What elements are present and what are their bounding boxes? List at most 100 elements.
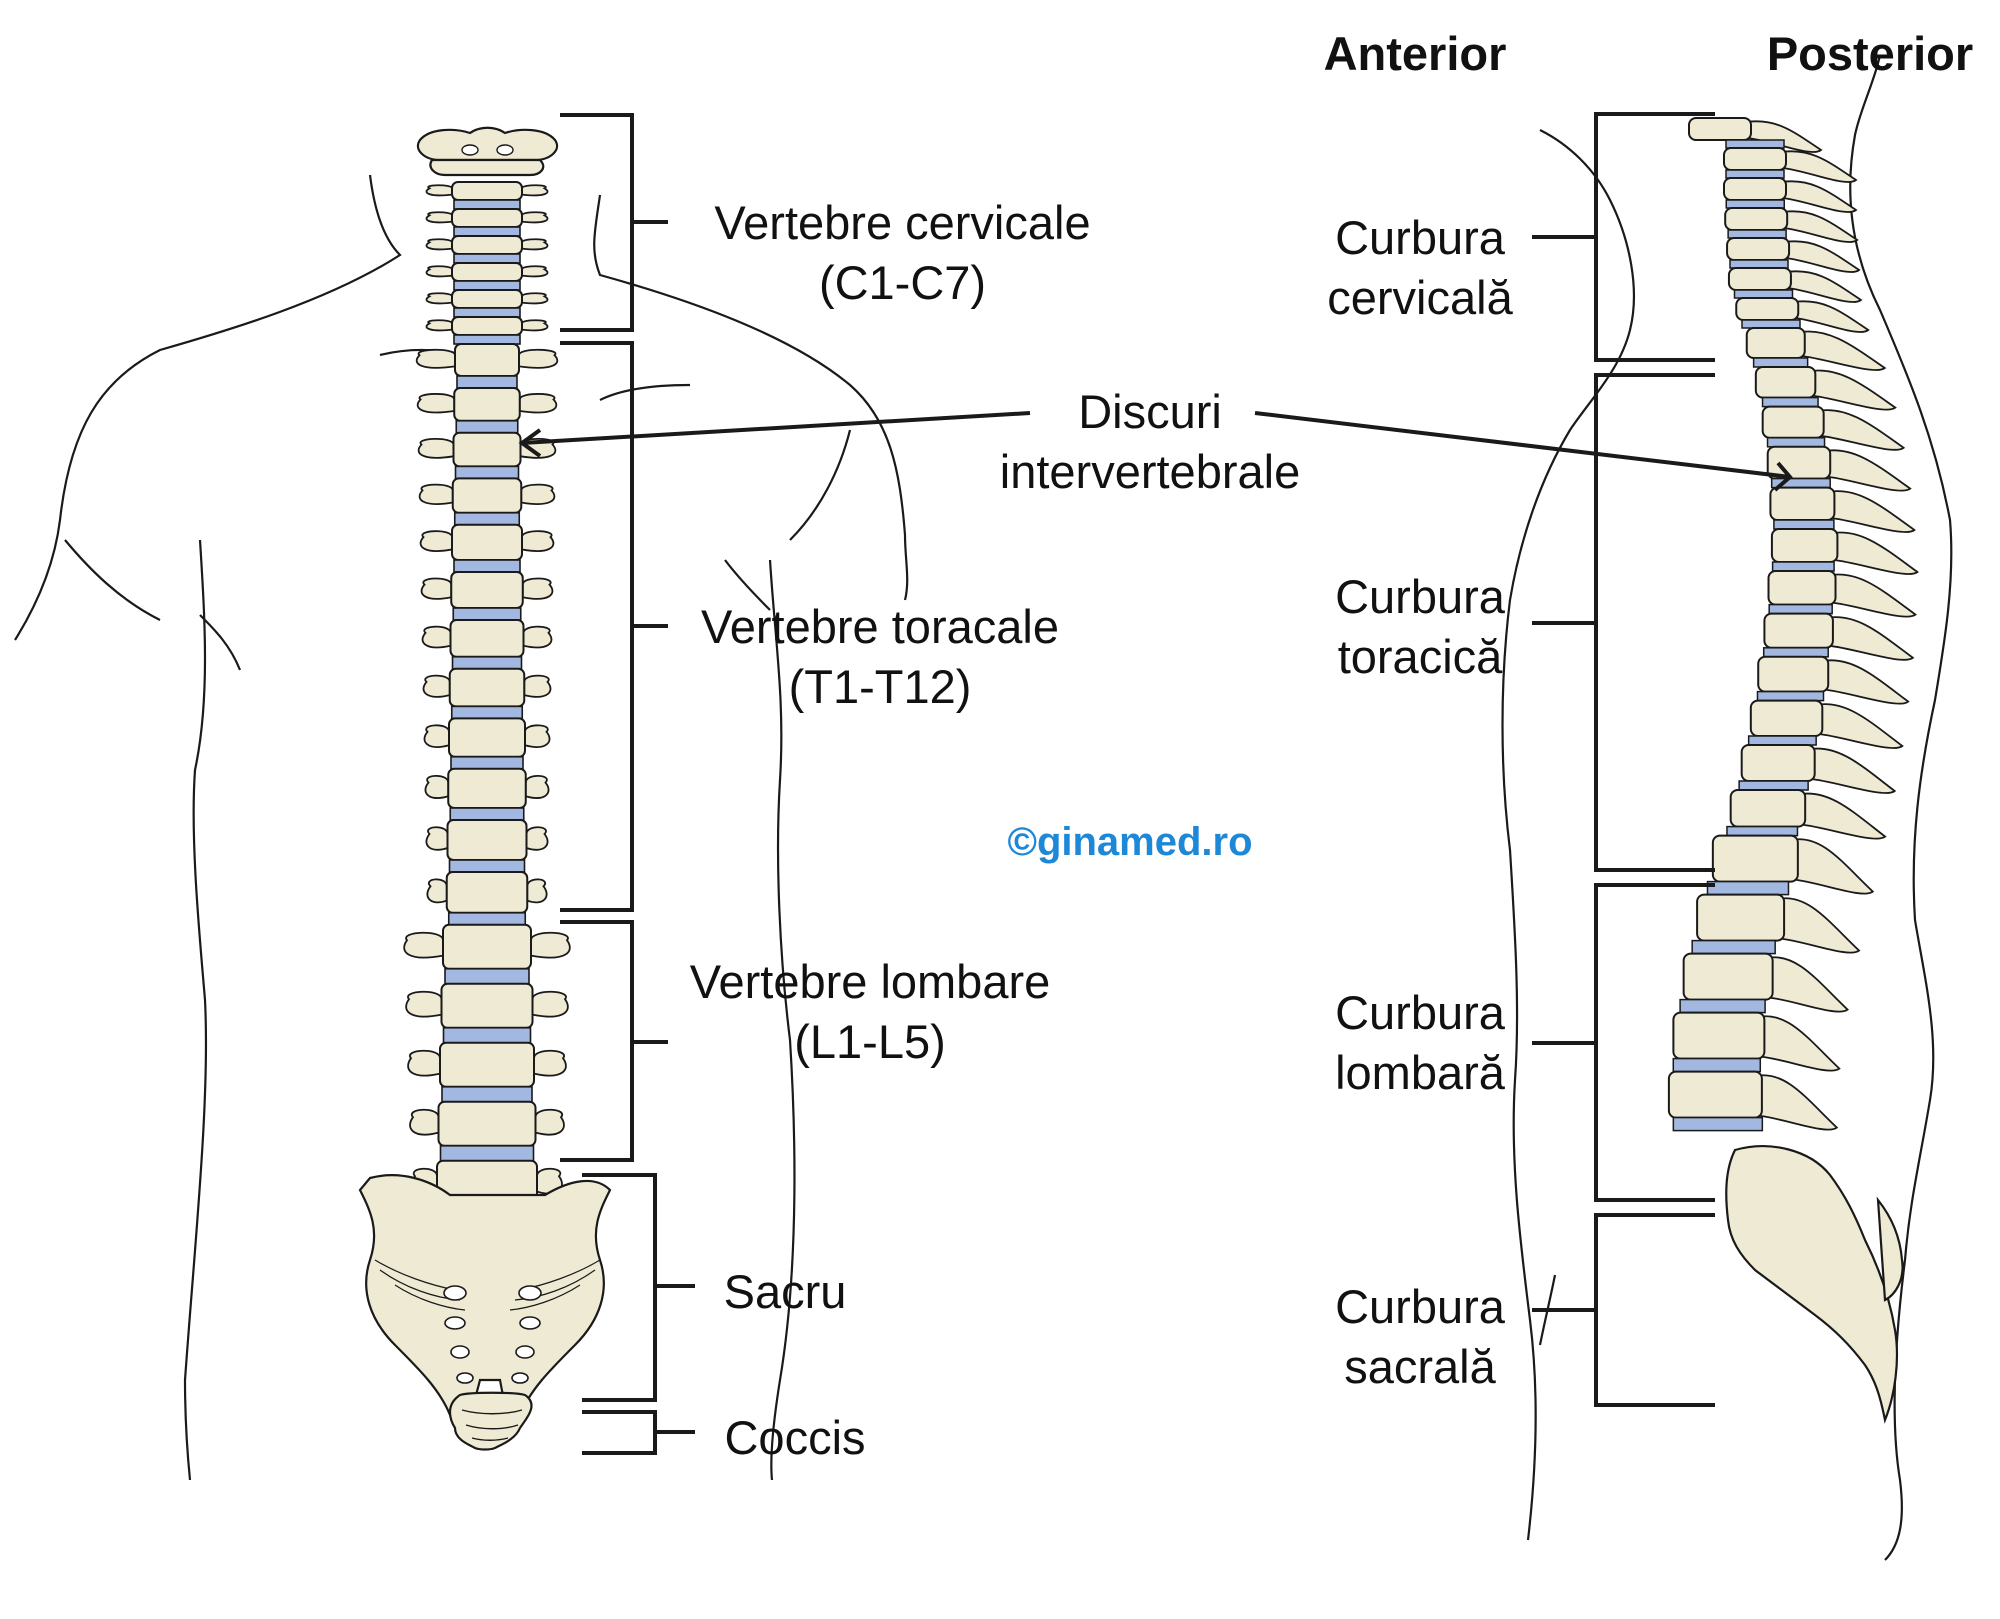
- vertebra-body: [450, 571, 524, 609]
- intervertebral-disc: [442, 1027, 532, 1044]
- intervertebral-disc: [449, 807, 525, 821]
- intervertebral-disc: [441, 1086, 533, 1103]
- label-lumbar-line2: (L1-L5): [794, 1015, 946, 1068]
- side-vertebra-body: [1726, 237, 1791, 261]
- vertebra-process-right: [524, 724, 551, 748]
- vertebra-body: [451, 235, 523, 255]
- label-curve-cervical-line2: cervicală: [1327, 271, 1513, 324]
- vertebra-process-left: [423, 724, 450, 748]
- arrowhead-front: [518, 428, 542, 458]
- side-intervertebral-disc: [1679, 998, 1766, 1014]
- side-intervertebral-disc: [1756, 690, 1825, 702]
- side-vertebra-body: [1729, 789, 1807, 828]
- spinous-process: [1828, 616, 1915, 661]
- vertebra-process-right: [525, 826, 549, 851]
- vertebra-process-right: [521, 292, 549, 305]
- vertebra-process-left: [415, 348, 456, 369]
- disc-pointers: [518, 411, 1793, 492]
- vertebra-process-left: [425, 319, 453, 332]
- side-vertebra-body: [1761, 405, 1825, 439]
- vertebra-body: [446, 819, 528, 861]
- label-thoracic-line1: Vertebre toracale: [701, 600, 1059, 653]
- vertebra-process-right: [521, 265, 549, 278]
- spinous-process: [1830, 573, 1917, 618]
- vertebra-process-left: [425, 826, 449, 851]
- label-lumbar-line1: Vertebre lombare: [689, 955, 1051, 1008]
- vertebra-process-left: [409, 1108, 440, 1136]
- side-vertebra-body: [1763, 612, 1834, 649]
- vertebra-process-right: [521, 238, 549, 251]
- side-intervertebral-disc: [1768, 603, 1833, 615]
- intervertebral-disc: [451, 655, 523, 670]
- vertebra-body: [447, 767, 527, 809]
- label-curve-sacral-line2: sacrală: [1344, 1340, 1496, 1393]
- vertebra-body: [445, 871, 529, 914]
- label-curve-thoracic-line1: Curbura: [1335, 570, 1505, 623]
- side-vertebra-body: [1735, 297, 1800, 321]
- side-spine: [1667, 117, 1919, 1132]
- vertebra-body: [451, 316, 523, 336]
- vertebra-process-left: [425, 238, 453, 251]
- vertebra-process-left: [421, 625, 452, 649]
- side-intervertebral-disc: [1762, 647, 1829, 658]
- intervertebral-disc: [453, 559, 521, 573]
- bracket-lumbar: [560, 920, 634, 1162]
- spinous-process: [1799, 330, 1887, 371]
- vertebra-process-right: [518, 348, 559, 369]
- side-vertebra-body: [1754, 366, 1817, 399]
- vertebra-process-left: [424, 775, 450, 799]
- vertebra-process-right: [521, 577, 554, 600]
- side-intervertebral-disc: [1766, 437, 1826, 448]
- bracket-curve-thoracic: [1594, 373, 1715, 872]
- vertebra-body: [439, 1041, 535, 1088]
- vertebra-process-left: [425, 292, 453, 305]
- side-vertebra-body: [1727, 267, 1792, 291]
- vertebra-body: [453, 387, 521, 422]
- side-vertebra-body: [1682, 952, 1774, 1001]
- spinous-process: [1756, 1074, 1839, 1131]
- bracket-coccyx: [582, 1410, 657, 1455]
- spinous-process: [1800, 792, 1887, 840]
- spinous-process: [1817, 703, 1904, 749]
- intervertebral-disc: [444, 967, 530, 985]
- intervertebral-disc: [450, 705, 524, 720]
- spinous-process: [1793, 300, 1870, 333]
- spinous-process: [1786, 270, 1863, 303]
- intervertebral-disc: [453, 226, 521, 237]
- label-curve-sacral-line1: Curbura: [1335, 1280, 1505, 1333]
- side-vertebra-body: [1740, 744, 1816, 782]
- side-vertebra-body: [1672, 1011, 1766, 1060]
- arrowhead-side: [1773, 461, 1793, 492]
- vertebra-body: [449, 619, 525, 658]
- spinous-process: [1767, 956, 1850, 1013]
- vertebra-body: [448, 717, 526, 758]
- side-brackets: [1532, 112, 1715, 1407]
- side-intervertebral-disc: [1725, 169, 1785, 179]
- label-lumbar-vertebrae: Vertebre lombare (L1-L5): [660, 952, 1080, 1072]
- side-vertebra-body: [1723, 147, 1787, 171]
- atlas-foramen: [496, 144, 514, 156]
- vertebra-process-left: [425, 211, 453, 224]
- side-vertebra-body: [1696, 893, 1786, 942]
- vertebra-body: [452, 431, 522, 468]
- vertebra-body: [448, 667, 526, 708]
- side-intervertebral-disc: [1725, 139, 1785, 149]
- vertebra-process-right: [520, 483, 556, 505]
- vertebra-process-left: [405, 990, 443, 1018]
- side-vertebra-body: [1711, 834, 1799, 883]
- intervertebral-disc: [439, 1145, 535, 1162]
- vertebra-process-right: [518, 393, 558, 414]
- label-cervical-vertebrae: Vertebre cervicale (C1-C7): [680, 193, 1125, 313]
- spinous-process: [1792, 838, 1875, 895]
- side-intervertebral-disc: [1761, 396, 1819, 408]
- label-discs-line1: Discuri: [1078, 385, 1222, 438]
- side-sacrum: [1725, 1145, 1904, 1424]
- side-vertebra-body: [1770, 528, 1839, 563]
- label-curve-sacral: Curbura sacrală: [1300, 1277, 1540, 1397]
- front-sacrum: [358, 1174, 612, 1451]
- vertebra-process-left: [403, 931, 444, 959]
- vertebra-body: [442, 923, 532, 970]
- label-intervertebral-discs: Discuri intervertebrale: [970, 382, 1330, 502]
- side-intervertebral-disc: [1733, 289, 1794, 299]
- spinous-process: [1779, 897, 1861, 954]
